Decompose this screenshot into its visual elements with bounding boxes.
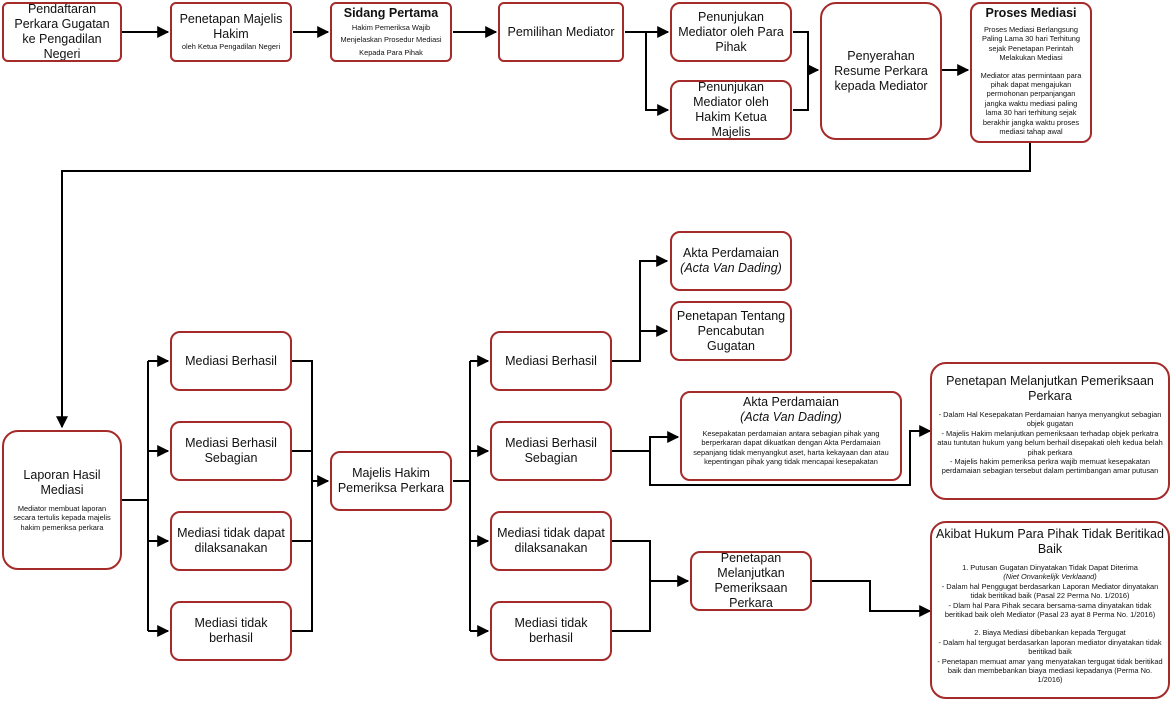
akta-perdamaian-italic-2: (Acta Van Dading) xyxy=(740,410,842,424)
mediasi-sebagian-node-a: Mediasi Berhasil Sebagian xyxy=(170,421,292,481)
pendaftaran-node: Pendaftaran Perkara Gugatan ke Pengadila… xyxy=(2,2,122,62)
penunjukan-pihak-label: Penunjukan Mediator oleh Para Pihak xyxy=(678,9,784,54)
akibat-hukum-p2: 2. Biaya Mediasi dibebankan kepada Tergu… xyxy=(974,628,1126,638)
akta-perdamaian-node-2: Akta Perdamaian (Acta Van Dading) Kesepa… xyxy=(680,391,902,481)
mediasi-tidak-berhasil-node-b: Mediasi tidak berhasil xyxy=(490,601,612,661)
majelis-hakim-label: Majelis Hakim Pemeriksa Perkara xyxy=(337,466,445,495)
mediasi-tidak-dapat-node-b: Mediasi tidak dapat dilaksanakan xyxy=(490,511,612,571)
mediasi-berhasil-label-b: Mediasi Berhasil xyxy=(505,353,597,368)
sidang-pertama-line-2: Menjelaskan Prosedur Mediasi xyxy=(340,35,442,45)
mediasi-berhasil-label-a: Mediasi Berhasil xyxy=(185,353,277,368)
pemilihan-mediator-label: Pemilihan Mediator xyxy=(507,24,615,39)
penetapan-pencabutan-label: Penetapan Tentang Pencabutan Gugatan xyxy=(676,308,786,353)
penunjukan-hakim-node: Penunjukan Mediator oleh Hakim Ketua Maj… xyxy=(670,80,792,140)
sidang-pertama-node: Sidang Pertama Hakim Pemeriksa Wajib Men… xyxy=(330,2,452,62)
mediasi-sebagian-node-b: Mediasi Berhasil Sebagian xyxy=(490,421,612,481)
mediasi-tidak-berhasil-node-a: Mediasi tidak berhasil xyxy=(170,601,292,661)
sidang-pertama-title: Sidang Pertama xyxy=(343,6,439,20)
akibat-hukum-node: Akibat Hukum Para Pihak Tidak Beritikad … xyxy=(930,521,1170,699)
mediasi-tidak-dapat-label-b: Mediasi tidak dapat dilaksanakan xyxy=(497,526,605,555)
penetapan-melanjutkan-line-3: - Majelis hakim pemeriksa perkra wajib m… xyxy=(941,457,1159,476)
akibat-hukum-p1-italic: (Niet Onvankelijk Verklaand) xyxy=(1003,572,1097,582)
akta-perdamaian-body-2: Kesepakatan perdamaian antara sebagian p… xyxy=(693,429,889,467)
akibat-hukum-p1-line-1: - Dalam hal Penggugat berdasarkan Lapora… xyxy=(941,581,1159,601)
pendaftaran-label: Pendaftaran Perkara Gugatan ke Pengadila… xyxy=(14,2,110,61)
akibat-hukum-p2-line-2: - Penetapan memuat amar yang menyatakan … xyxy=(937,656,1163,685)
sidang-pertama-line-3: Kepada Para Pihak xyxy=(359,47,423,57)
akibat-hukum-title: Akibat Hukum Para Pihak Tidak Beritikad … xyxy=(936,527,1164,556)
penetapan-melanjutkan-small-node: Penetapan Melanjutkan Pemeriksaan Perkar… xyxy=(690,551,812,611)
akibat-hukum-p1: 1. Putusan Gugatan Dinyatakan Tidak Dapa… xyxy=(962,563,1138,572)
mediasi-berhasil-node-b: Mediasi Berhasil xyxy=(490,331,612,391)
mediasi-tidak-dapat-node-a: Mediasi tidak dapat dilaksanakan xyxy=(170,511,292,571)
akta-perdamaian-title-2: Akta Perdamaian xyxy=(743,395,839,409)
penetapan-majelis-node: Penetapan Majelis Hakim oleh Ketua Penga… xyxy=(170,2,292,62)
akibat-hukum-p1-line-2: - Dlam hal Para Pihak secara bersama-sam… xyxy=(944,600,1156,620)
majelis-hakim-node: Majelis Hakim Pemeriksa Perkara xyxy=(330,451,452,511)
pemilihan-mediator-node: Pemilihan Mediator xyxy=(498,2,624,62)
mediasi-sebagian-label-b: Mediasi Berhasil Sebagian xyxy=(505,436,597,465)
sidang-pertama-line-1: Hakim Pemeriksa Wajib xyxy=(351,23,431,32)
mediasi-tidak-berhasil-label-b: Mediasi tidak berhasil xyxy=(514,616,588,645)
mediasi-berhasil-node-a: Mediasi Berhasil xyxy=(170,331,292,391)
mediasi-tidak-dapat-label-a: Mediasi tidak dapat dilaksanakan xyxy=(177,526,285,555)
penyerahan-resume-label: Penyerahan Resume Perkara kepada Mediato… xyxy=(834,48,928,93)
penyerahan-resume-node: Penyerahan Resume Perkara kepada Mediato… xyxy=(820,2,942,140)
akta-perdamaian-italic-1: (Acta Van Dading) xyxy=(680,261,782,275)
laporan-hasil-node: Laporan Hasil Mediasi Mediator membuat l… xyxy=(2,430,122,570)
penetapan-majelis-title: Penetapan Majelis Hakim xyxy=(179,12,283,42)
mediasi-sebagian-label-a: Mediasi Berhasil Sebagian xyxy=(185,436,277,465)
laporan-hasil-sub: Mediator membuat laporan secara tertulis… xyxy=(13,503,111,532)
akta-perdamaian-node-1: Akta Perdamaian (Acta Van Dading) xyxy=(670,231,792,291)
proses-mediasi-title: Proses Mediasi xyxy=(985,6,1077,20)
penetapan-melanjutkan-big-title: Penetapan Melanjutkan Pemeriksaan Perkar… xyxy=(946,374,1154,403)
penetapan-melanjutkan-line-1: - Dalam Hal Kesepakatan Perdamaian hanya… xyxy=(938,410,1162,429)
penetapan-melanjutkan-line-2: - Majelis Hakim melanjutkan pemeriksaan … xyxy=(937,428,1163,457)
penetapan-majelis-sub: oleh Ketua Pengadilan Negeri xyxy=(181,42,281,52)
penunjukan-pihak-node: Penunjukan Mediator oleh Para Pihak xyxy=(670,2,792,62)
proses-mediasi-node: Proses Mediasi Proses Mediasi Berlangsun… xyxy=(970,2,1092,143)
penetapan-melanjutkan-small-label: Penetapan Melanjutkan Pemeriksaan Perkar… xyxy=(714,551,788,610)
penetapan-melanjutkan-big-node: Penetapan Melanjutkan Pemeriksaan Perkar… xyxy=(930,362,1170,500)
proses-mediasi-p1: Proses Mediasi Berlangsung Paling Lama 3… xyxy=(981,25,1081,63)
laporan-hasil-title: Laporan Hasil Mediasi xyxy=(23,467,101,497)
penetapan-pencabutan-node: Penetapan Tentang Pencabutan Gugatan xyxy=(670,301,792,361)
proses-mediasi-p2: Mediator atas permintaan para pihak dapa… xyxy=(980,70,1082,137)
mediasi-tidak-berhasil-label-a: Mediasi tidak berhasil xyxy=(194,616,268,645)
akta-perdamaian-title-1: Akta Perdamaian xyxy=(683,246,779,260)
akibat-hukum-p2-line-1: - Dalam hal tergugat berdasarkan laporan… xyxy=(938,637,1162,657)
penunjukan-hakim-label: Penunjukan Mediator oleh Hakim Ketua Maj… xyxy=(693,80,769,139)
